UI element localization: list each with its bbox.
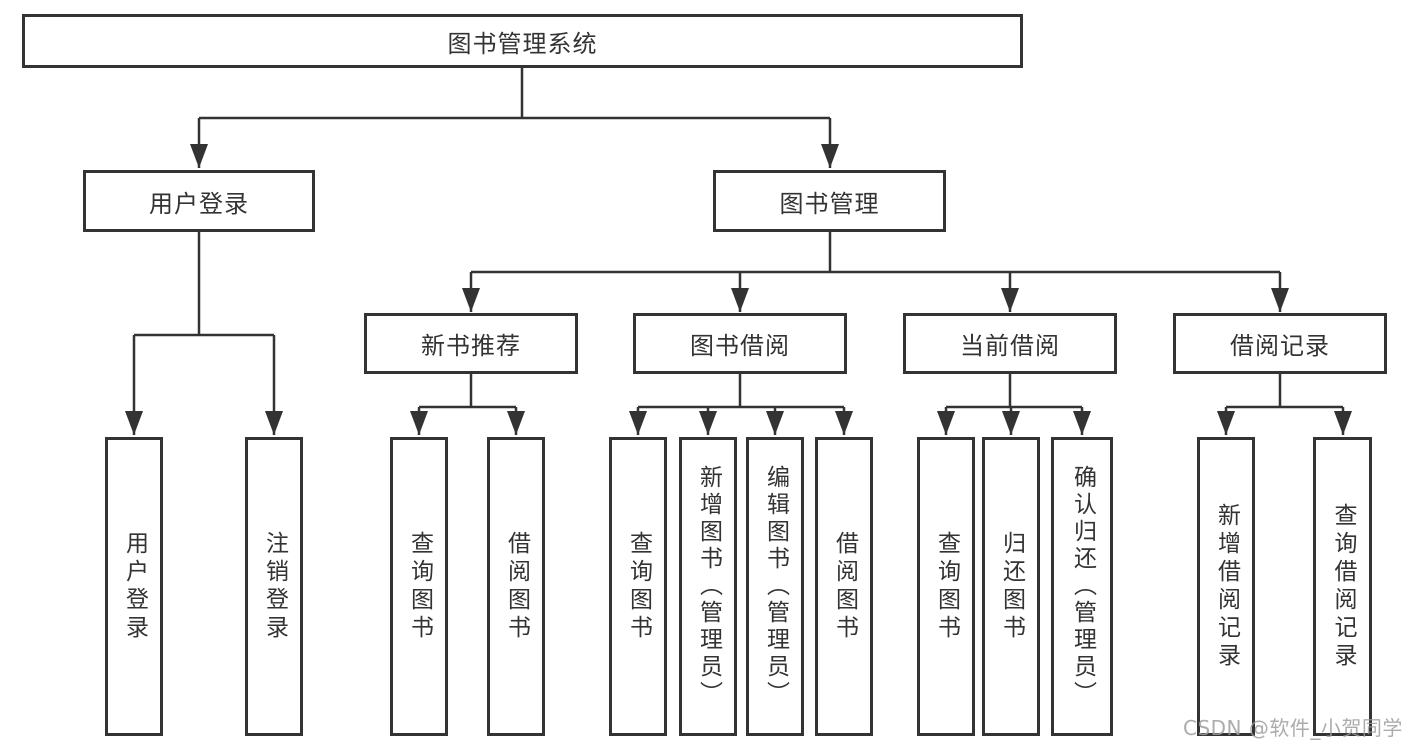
node-leaf-user-login: 用户登录 (105, 437, 163, 736)
node-leaf-current-confirm-return: 确认归还（管理员） (1051, 437, 1113, 736)
leaf-label: 借阅图书 (503, 530, 530, 643)
leaf-label: 确认归还（管理员） (1069, 465, 1096, 708)
leaf-label: 用户登录 (121, 530, 148, 643)
node-leaf-borrowing-query-books: 查询图书 (609, 437, 667, 736)
node-leaf-borrowing-edit-books: 编辑图书（管理员） (746, 437, 804, 736)
node-current-borrowing: 当前借阅 (903, 313, 1117, 374)
leaf-label: 查询图书 (406, 530, 433, 643)
node-leaf-recommend-borrow-books: 借阅图书 (487, 437, 545, 736)
leaf-label: 归还图书 (998, 530, 1025, 643)
leaf-label: 新增借阅记录 (1213, 502, 1240, 671)
leaf-label: 查询借阅记录 (1330, 502, 1356, 671)
node-leaf-borrowing-add-books: 新增图书（管理员） (679, 437, 737, 736)
node-new-book-recommend: 新书推荐 (364, 313, 578, 374)
leaf-label: 注销登录 (261, 530, 288, 643)
node-leaf-records-add-record: 新增借阅记录 (1197, 437, 1255, 736)
leaf-label: 借阅图书 (831, 530, 858, 643)
leaf-label: 查询图书 (625, 530, 652, 643)
node-leaf-logout: 注销登录 (245, 437, 303, 736)
node-book-management: 图书管理 (713, 170, 946, 232)
node-leaf-recommend-query-books: 查询图书 (390, 437, 448, 736)
node-leaf-current-query-books: 查询图书 (917, 437, 975, 736)
node-book-borrowing: 图书借阅 (633, 313, 847, 374)
csdn-watermark: CSDN @软件_小贺同学 (1183, 716, 1403, 740)
leaf-label: 编辑图书（管理员） (762, 465, 789, 708)
leaf-label: 新增图书（管理员） (695, 465, 722, 708)
node-borrowing-records: 借阅记录 (1173, 313, 1387, 374)
node-leaf-borrowing-borrow-books: 借阅图书 (815, 437, 873, 736)
node-leaf-records-query-record: 查询借阅记录 (1313, 437, 1372, 736)
node-root-system: 图书管理系统 (22, 14, 1023, 68)
node-leaf-current-return-books: 归还图书 (982, 437, 1040, 736)
leaf-label: 查询图书 (933, 530, 960, 643)
node-user-login: 用户登录 (83, 170, 315, 232)
